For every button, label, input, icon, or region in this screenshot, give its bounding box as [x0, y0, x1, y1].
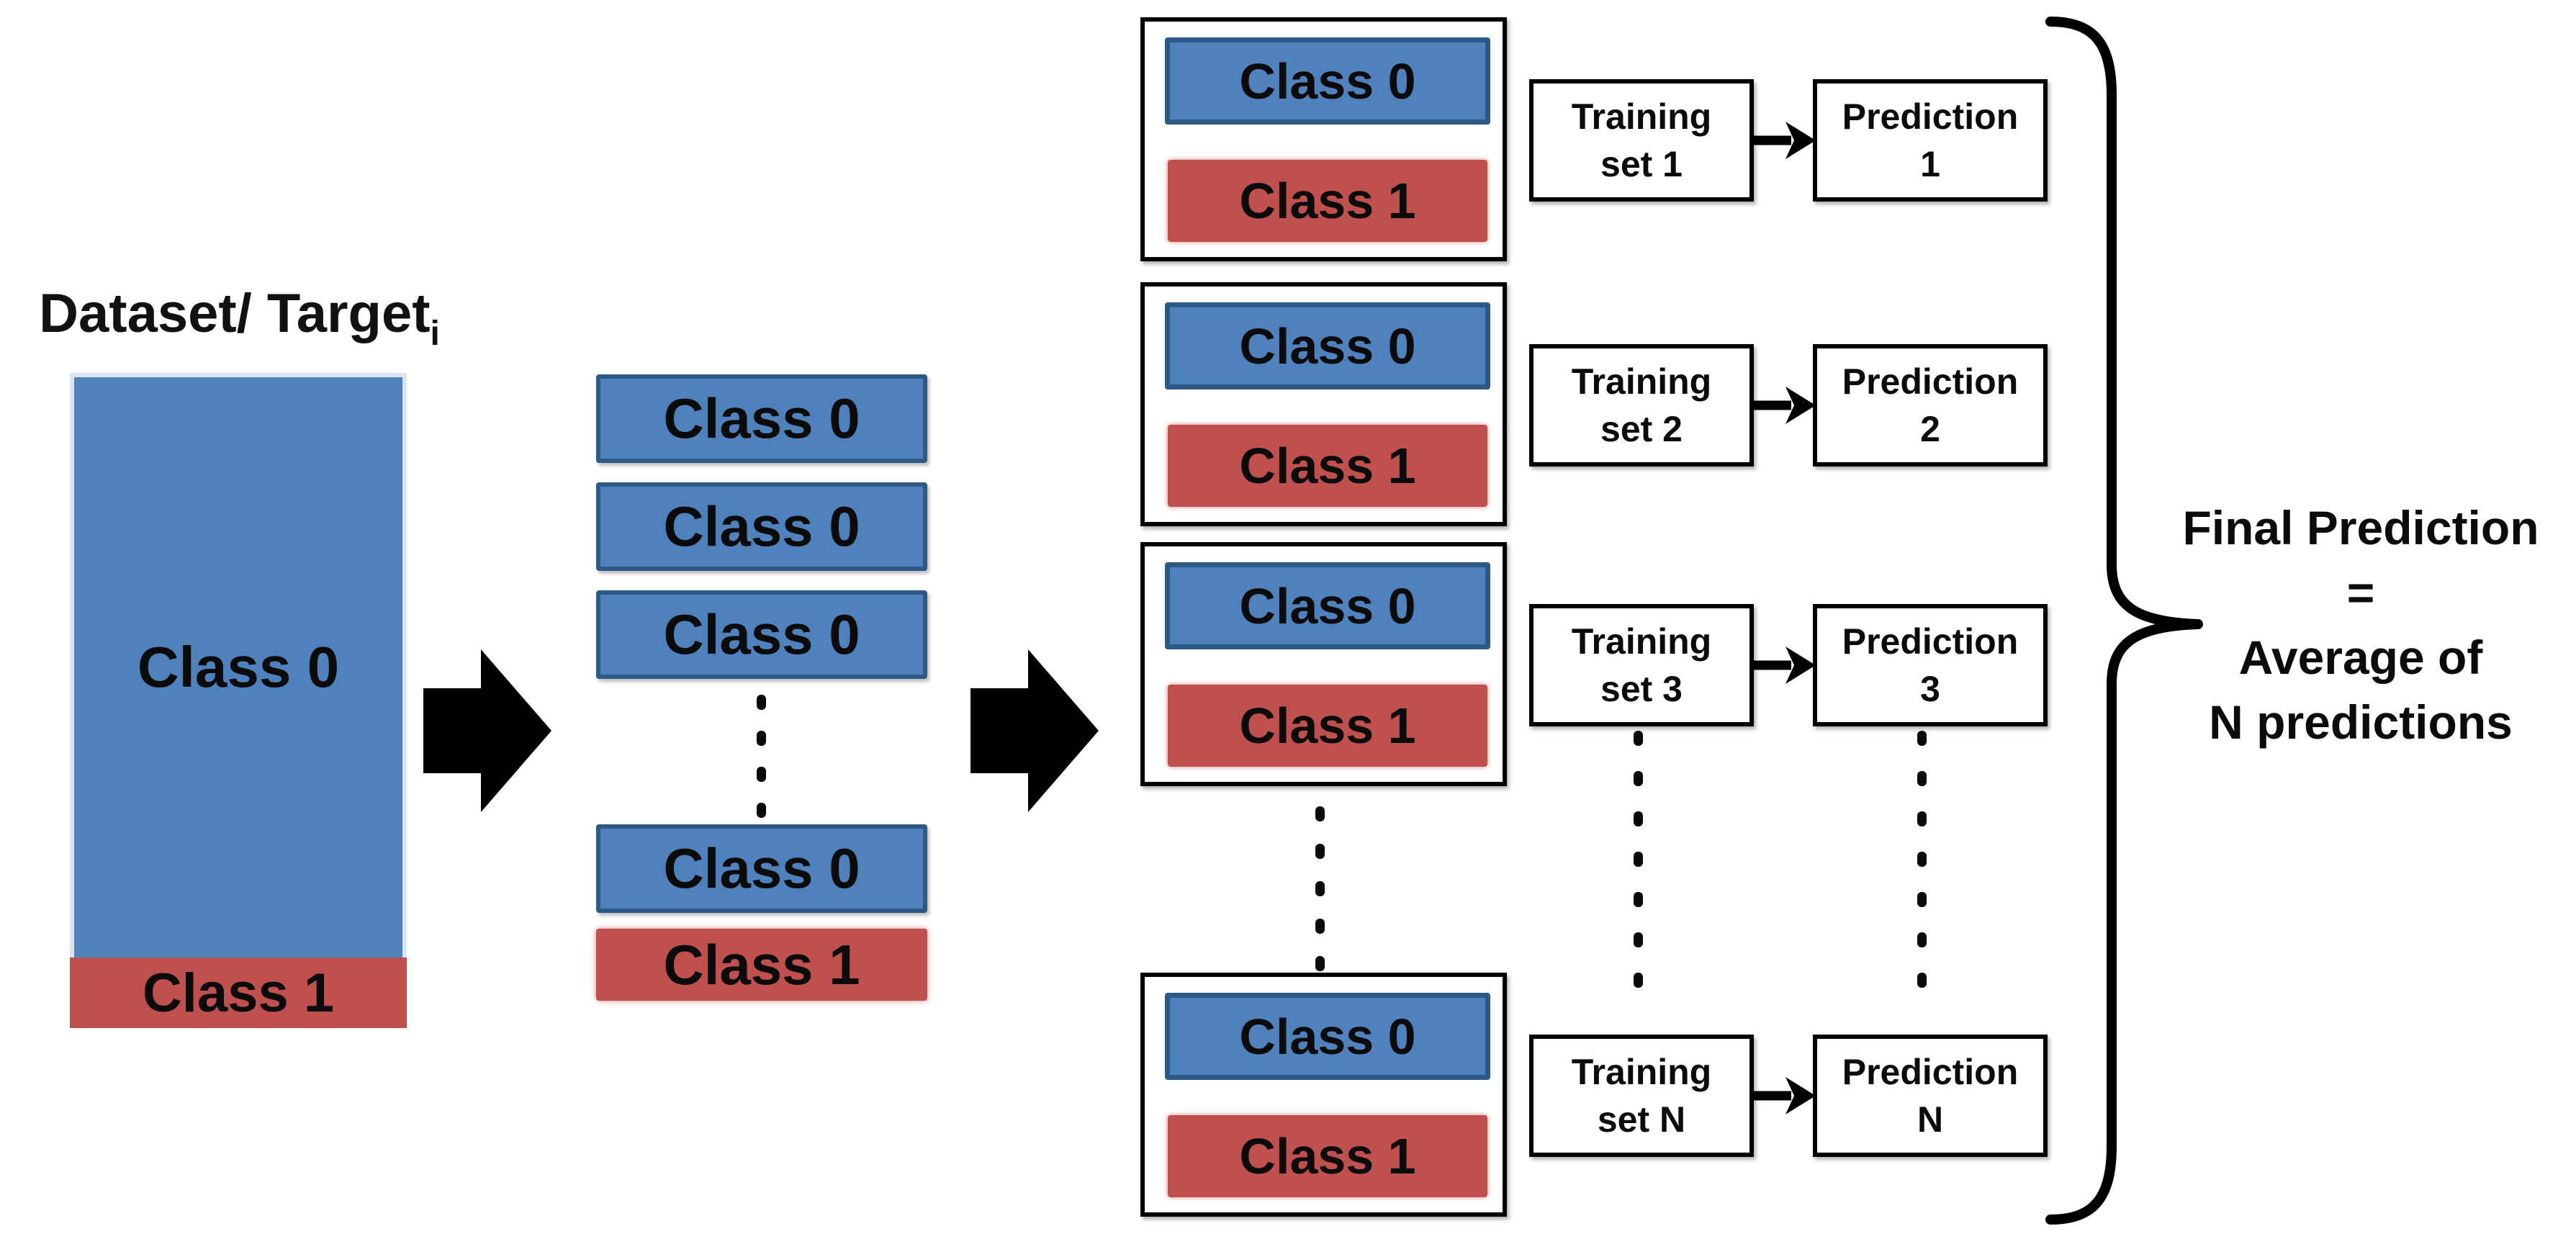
training-set-3-box: Training set 3: [1529, 604, 1754, 726]
ellipsis-dot: [1917, 932, 1927, 947]
ellipsis-dot: [1917, 973, 1927, 988]
dataset-title: Dataset/ Targeti: [14, 282, 464, 353]
sample-class0-box: Class 0: [1165, 562, 1490, 649]
ellipsis-dot: [1634, 852, 1643, 867]
training-set-label: set 2: [1600, 409, 1683, 449]
right-block-arrow-icon: [423, 649, 551, 812]
training-set-label: Training: [1571, 361, 1712, 402]
bootstrap-class0-box: Class 0: [596, 824, 927, 913]
ensemble-row-1: Class 0 Class 1 Training set 1 Predictio…: [0, 17, 2576, 261]
training-set-1-box: Training set 1: [1529, 79, 1754, 202]
final-prediction-line: =: [2346, 566, 2375, 619]
bootstrap-class0-box: Class 0: [596, 482, 927, 571]
ellipsis-dot: [1917, 731, 1927, 746]
sample-class0-box: Class 0: [1165, 302, 1490, 389]
ellipsis-dot: [1315, 881, 1325, 896]
sample-class1-box: Class 1: [1168, 160, 1487, 242]
sample-class1-box: Class 1: [1168, 685, 1487, 767]
bootstrap-class1-box: Class 1: [596, 929, 927, 1001]
dataset-title-text: Dataset/ Target: [39, 283, 431, 344]
right-arrow-icon: [1749, 646, 1816, 684]
right-arrow-icon: [1749, 387, 1816, 424]
training-set-label: Training: [1571, 1052, 1712, 1092]
prediction-2-box: Prediction 2: [1813, 344, 2048, 467]
training-set-2-box: Training set 2: [1529, 344, 1754, 467]
ellipsis-dot: [1917, 892, 1927, 907]
prediction-label: N: [1917, 1099, 1944, 1140]
training-set-label: set N: [1597, 1099, 1686, 1140]
final-prediction-text: Final Prediction = Average of N predicti…: [2145, 495, 2576, 754]
prediction-label: Prediction: [1842, 621, 2019, 662]
prediction-1-box: Prediction 1: [1813, 79, 2048, 202]
ellipsis-dot: [757, 803, 766, 818]
sample-class0-box: Class 0: [1165, 37, 1490, 125]
ellipsis-dot: [757, 767, 766, 782]
training-set-label: set 3: [1600, 669, 1683, 709]
sample-class0-box: Class 0: [1165, 993, 1490, 1080]
ellipsis-dot: [1634, 811, 1643, 826]
training-set-label: set 1: [1600, 144, 1683, 184]
ensemble-row-2: Class 0 Class 1 Training set 2 Predictio…: [0, 282, 2576, 526]
sample-class1-box: Class 1: [1168, 1115, 1487, 1197]
ellipsis-dot: [1917, 771, 1927, 786]
training-set-label: Training: [1571, 96, 1712, 137]
ellipsis-dot: [1634, 932, 1643, 947]
final-prediction-line: Final Prediction: [2182, 501, 2539, 554]
sample-box-2: Class 0 Class 1: [1140, 282, 1507, 526]
prediction-label: Prediction: [1842, 1052, 2019, 1092]
ellipsis-dot: [757, 695, 766, 710]
prediction-3-box: Prediction 3: [1813, 604, 2048, 726]
ellipsis-dot: [1315, 844, 1325, 859]
sample-class1-box: Class 1: [1168, 425, 1487, 507]
ellipsis-dot: [1315, 956, 1325, 971]
ellipsis-dot: [1634, 731, 1643, 746]
bootstrap-class0-box: Class 0: [596, 374, 927, 463]
sample-box-n: Class 0 Class 1: [1140, 973, 1507, 1217]
ellipsis-dot: [1634, 892, 1643, 907]
curly-brace-icon: [2045, 17, 2203, 1225]
ensemble-row-n: Class 0 Class 1 Training set N Predictio…: [0, 973, 2576, 1217]
ensemble-row-3: Class 0 Class 1 Training set 3 Predictio…: [0, 542, 2576, 786]
ellipsis-dot: [1917, 811, 1927, 826]
prediction-label: 1: [1920, 144, 1940, 184]
bootstrap-class0-box: Class 0: [596, 590, 927, 679]
ellipsis-dot: [1634, 771, 1643, 786]
ellipsis-dot: [1917, 852, 1927, 867]
prediction-label: 3: [1920, 669, 1940, 709]
final-prediction-line: Average of: [2238, 631, 2483, 684]
right-arrow-icon: [1749, 1077, 1816, 1114]
dataset-title-subscript: i: [430, 315, 440, 353]
prediction-n-box: Prediction N: [1813, 1035, 2048, 1157]
ellipsis-dot: [757, 731, 766, 746]
ellipsis-dot: [1634, 973, 1643, 988]
prediction-label: 2: [1920, 409, 1940, 449]
ellipsis-dot: [1315, 919, 1325, 934]
right-block-arrow-icon: [970, 649, 1099, 812]
ellipsis-dot: [1315, 806, 1325, 821]
training-set-n-box: Training set N: [1529, 1035, 1754, 1157]
final-prediction-line: N predictions: [2209, 695, 2513, 749]
dataset-box: Class 0 Class 1: [70, 373, 407, 1028]
right-arrow-icon: [1749, 122, 1816, 159]
dataset-class1-region: Class 1: [70, 958, 407, 1028]
training-set-label: Training: [1571, 621, 1712, 662]
dataset-class0-region: Class 0: [70, 373, 407, 958]
sample-box-1: Class 0 Class 1: [1140, 17, 1507, 261]
prediction-label: Prediction: [1842, 361, 2019, 402]
prediction-label: Prediction: [1842, 96, 2019, 137]
sample-box-3: Class 0 Class 1: [1140, 542, 1507, 786]
